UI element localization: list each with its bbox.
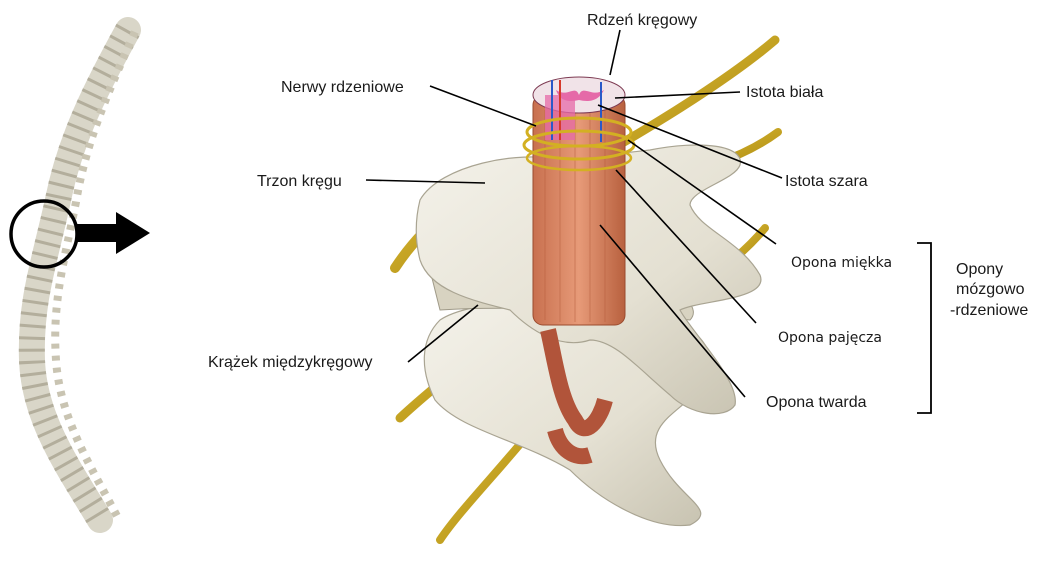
label-intervertebral-disc: Krążek międzykręgowy	[208, 354, 373, 371]
vertebra-3d-illustration	[395, 40, 778, 540]
group-label-line-1: Opony	[956, 261, 1003, 278]
label-vertebral-body: Trzon kręgu	[257, 173, 342, 190]
label-arachnoid-mater: Opona pajęcza	[778, 330, 882, 346]
whole-spine-illustration	[32, 30, 135, 520]
label-pia-mater: Opona miękka	[791, 255, 892, 271]
label-white-matter: Istota biała	[746, 84, 823, 101]
group-label-line-3: -rdzeniowe	[950, 302, 1028, 319]
label-spinal-nerves: Nerwy rdzeniowe	[281, 79, 404, 96]
label-gray-matter: Istota szara	[785, 173, 868, 190]
group-label-line-2: mózgowo	[956, 281, 1025, 298]
label-dura-mater: Opona twarda	[766, 394, 867, 411]
magnify-arrow-icon	[77, 212, 150, 254]
label-spinal-cord: Rdzeń kręgowy	[587, 12, 697, 29]
meninges-bracket	[917, 243, 931, 413]
